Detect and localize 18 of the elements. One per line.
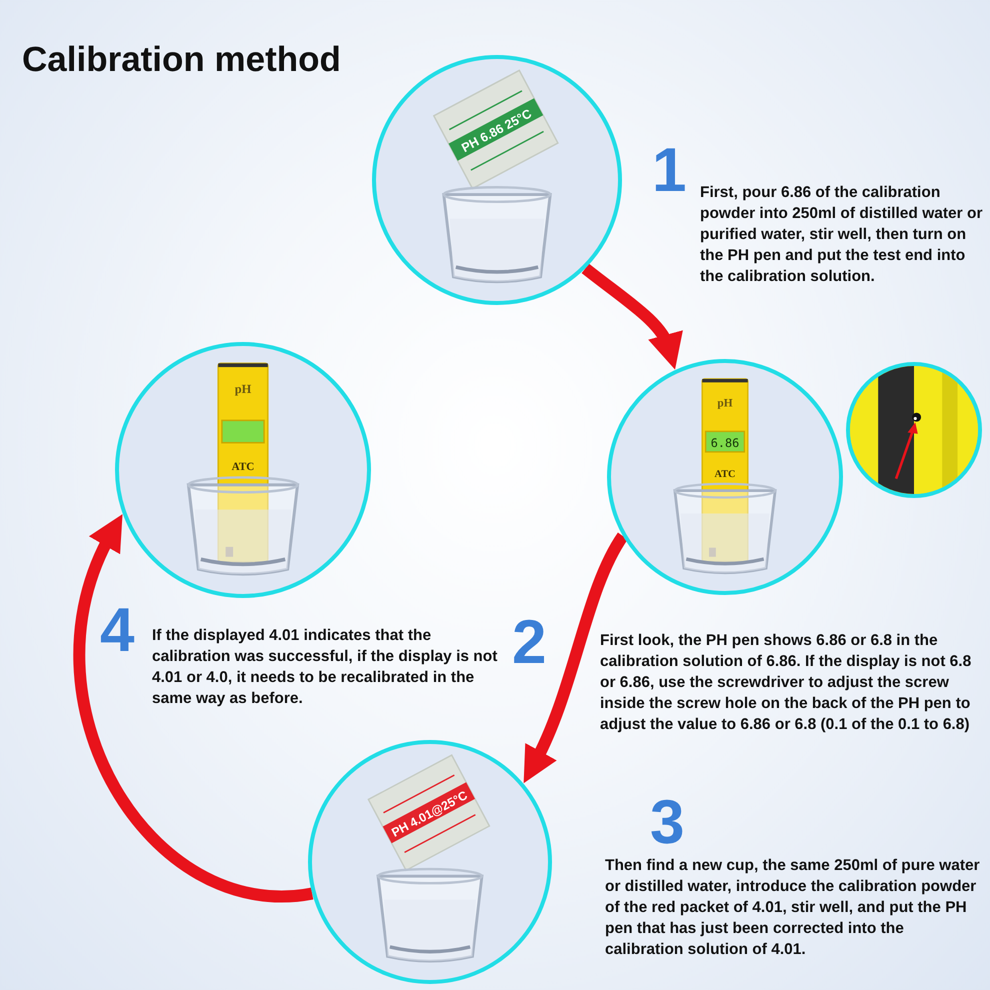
step-description: First, pour 6.86 of the calibration powder into 250ml of distilled water or purified water, stir well, then turn on the PH pen and put the test end into the calibration solution.: [700, 183, 984, 287]
curved-arrow: [524, 532, 628, 784]
step-number: 4: [100, 600, 134, 662]
curved-arrow: [582, 264, 682, 370]
pen-label: ATC: [232, 461, 254, 473]
pen-label: ATC: [714, 469, 736, 480]
step-description: If the displayed 4.01 indicates that the calibration was successful, if the display is not 4.01 or 4.0, it needs to be recalibrated in the same way as before.: [152, 626, 498, 709]
step-number: 2: [512, 612, 546, 674]
step-number: 1: [652, 140, 686, 202]
step-number: 3: [650, 792, 684, 854]
display-reading: 6.86: [710, 436, 740, 450]
packet-label: PH 6.86 25°C: [459, 106, 534, 156]
curved-arrow: [74, 513, 313, 902]
step-description: Then find a new cup, the same 250ml of pure water or distilled water, introduce the calibration powder of the red packet of 4.01, stir well, and put the PH pen that has just been corrected into the calibration solution of 4.01.: [605, 856, 981, 960]
step-description: First look, the PH pen shows 6.86 or 6.8 in the calibration solution of 6.86. If the display is not 6.8 or 6.86, use the screwdriver to adjust the screw inside the screw hole on the back of the PH pen to adjust the value to 6.86 or 6.8 (0.1 of the 0.1 to 6.8): [600, 631, 972, 735]
pen-label: pH: [717, 397, 733, 410]
title: Calibration method: [22, 40, 341, 80]
pen-label: pH: [234, 382, 252, 396]
